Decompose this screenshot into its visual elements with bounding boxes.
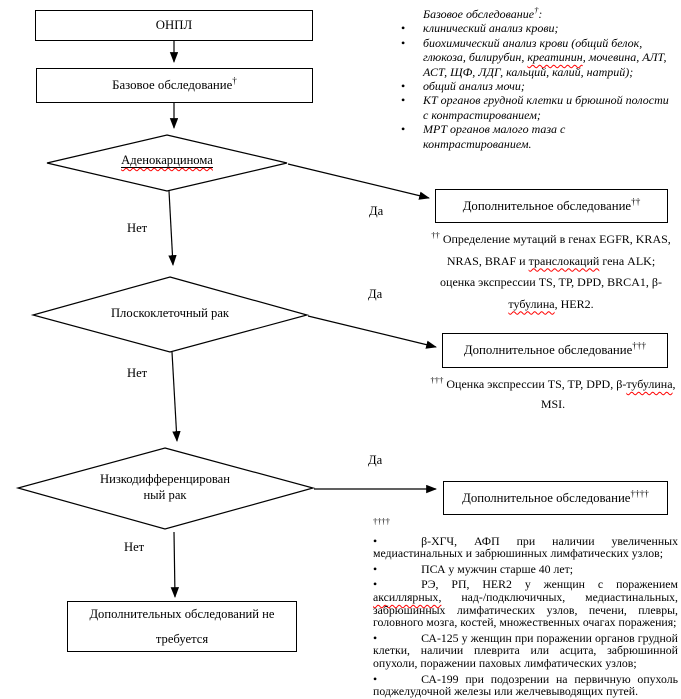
base-exam-note-list: клинический анализ крови; биохимический … xyxy=(398,21,676,151)
list-item: КТ органов грудной клетки и брюшной поло… xyxy=(398,93,676,122)
footnote-2: †† Определение мутаций в генах EGFR, KRA… xyxy=(431,230,671,311)
additional-exam-2-label: Дополнительное обследование††† xyxy=(463,340,647,357)
footnote-4-item: •РЭ, РП, HER2 у женщин с поражением акси… xyxy=(373,577,678,630)
no-additional-exam-node: Дополнительных обследований не требуется xyxy=(67,601,297,652)
footnote-4-mark-line: †††† xyxy=(373,516,390,527)
base-exam-label: Базовое обследование† xyxy=(112,75,237,92)
additional-exam-1-footnote-mark: †† xyxy=(631,196,641,207)
base-exam-note: Базовое обследование†: клинический анали… xyxy=(398,5,676,151)
base-note-footnote-mark: † xyxy=(534,5,539,15)
footnote-4-item: •СА-125 у женщин при поражении органов г… xyxy=(373,630,678,670)
footnote-4-item: •СА-199 при подозрении на первичную опух… xyxy=(373,671,678,699)
edge-label-yes-1: Да xyxy=(369,204,384,218)
arrow-d2-no xyxy=(171,351,181,442)
misspelled-word: тубулина xyxy=(626,377,673,391)
additional-exam-2-footnote-mark: ††† xyxy=(632,340,647,351)
edge-label-yes-3: Да xyxy=(368,453,383,467)
arrow-d2-yes xyxy=(307,315,437,349)
no-additional-exam-label: Дополнительных обследований не требуется xyxy=(89,606,275,646)
base-exam-footnote-mark: † xyxy=(232,75,237,86)
start-node-label: ОНПЛ xyxy=(155,18,193,32)
list-item: биохимический анализ крови (общий белок,… xyxy=(398,36,676,79)
list-item: МРТ органов малого таза с контрастирован… xyxy=(398,122,676,151)
edge-label-no-2: Нет xyxy=(127,366,148,380)
misspelled-word: тубулина xyxy=(508,296,555,311)
decision-squamous-label: Плоскоклеточный рак xyxy=(110,306,230,320)
list-item: общий анализ мочи; xyxy=(398,79,676,94)
list-item: клинический анализ крови; xyxy=(398,21,676,36)
misspelled-word: Аденокарцинома xyxy=(121,153,213,167)
misspelled-word: креатинин xyxy=(527,50,583,65)
misspelled-word: транслокаций xyxy=(528,253,600,268)
decision-diamond-lowgrade xyxy=(15,447,316,530)
decision-lowgrade-line1: Низкодифференцирован xyxy=(99,472,230,486)
misspelled-word: аксиллярных, xyxy=(373,589,442,604)
bullet-glyph: • xyxy=(373,630,378,645)
edge-label-yes-2: Да xyxy=(368,287,383,301)
bullet-glyph: • xyxy=(373,577,378,592)
footnote-4-item: •β-ХГЧ, АФП при наличии увеличенных меди… xyxy=(373,533,678,561)
additional-exam-1-label: Дополнительное обследование†† xyxy=(462,196,641,213)
bullet-glyph: • xyxy=(373,671,378,686)
footnote-3-mark: ††† xyxy=(430,375,444,385)
additional-exam-3-label: Дополнительное обследование†††† xyxy=(462,488,649,505)
arrow-d1-yes xyxy=(287,163,430,200)
additional-exam-2-node: Дополнительное обследование††† xyxy=(442,333,668,368)
base-exam-node: Базовое обследование† xyxy=(36,68,313,103)
footnote-4-item: •ПСА у мужчин старше 40 лет; xyxy=(373,561,574,576)
additional-exam-3-node: Дополнительное обследование†††† xyxy=(443,481,668,515)
edge-label-no-3: Нет xyxy=(124,540,145,554)
start-node: ОНПЛ xyxy=(35,10,313,41)
footnote-4: †††† •β-ХГЧ, АФП при наличии увеличенных… xyxy=(373,516,678,699)
base-exam-note-title: Базовое обследование†: xyxy=(423,5,543,21)
footnote-3: ††† Оценка экспрессии TS, TP, DPD, β-туб… xyxy=(430,375,676,411)
edge-label-no-1: Нет xyxy=(127,221,148,235)
decision-diamond-squamous xyxy=(30,276,310,353)
underlined-word: Аденокарцинома xyxy=(121,153,213,168)
bullet-glyph: • xyxy=(373,533,378,548)
decision-lowgrade-label: Низкодифференцирован ный рак xyxy=(85,472,245,503)
decision-diamond-adenocarcinoma xyxy=(46,134,288,192)
decision-lowgrade-line2: ный рак xyxy=(143,487,187,502)
decision-adenocarcinoma-label: Аденокарцинома xyxy=(67,153,267,168)
arrow-d1-no xyxy=(168,190,177,266)
arrow-d3-no xyxy=(170,531,180,598)
footnote-2-mark: †† xyxy=(431,230,440,240)
additional-exam-1-node: Дополнительное обследование†† xyxy=(435,189,668,223)
bullet-glyph: • xyxy=(373,561,378,576)
additional-exam-3-footnote-mark: †††† xyxy=(630,488,649,499)
